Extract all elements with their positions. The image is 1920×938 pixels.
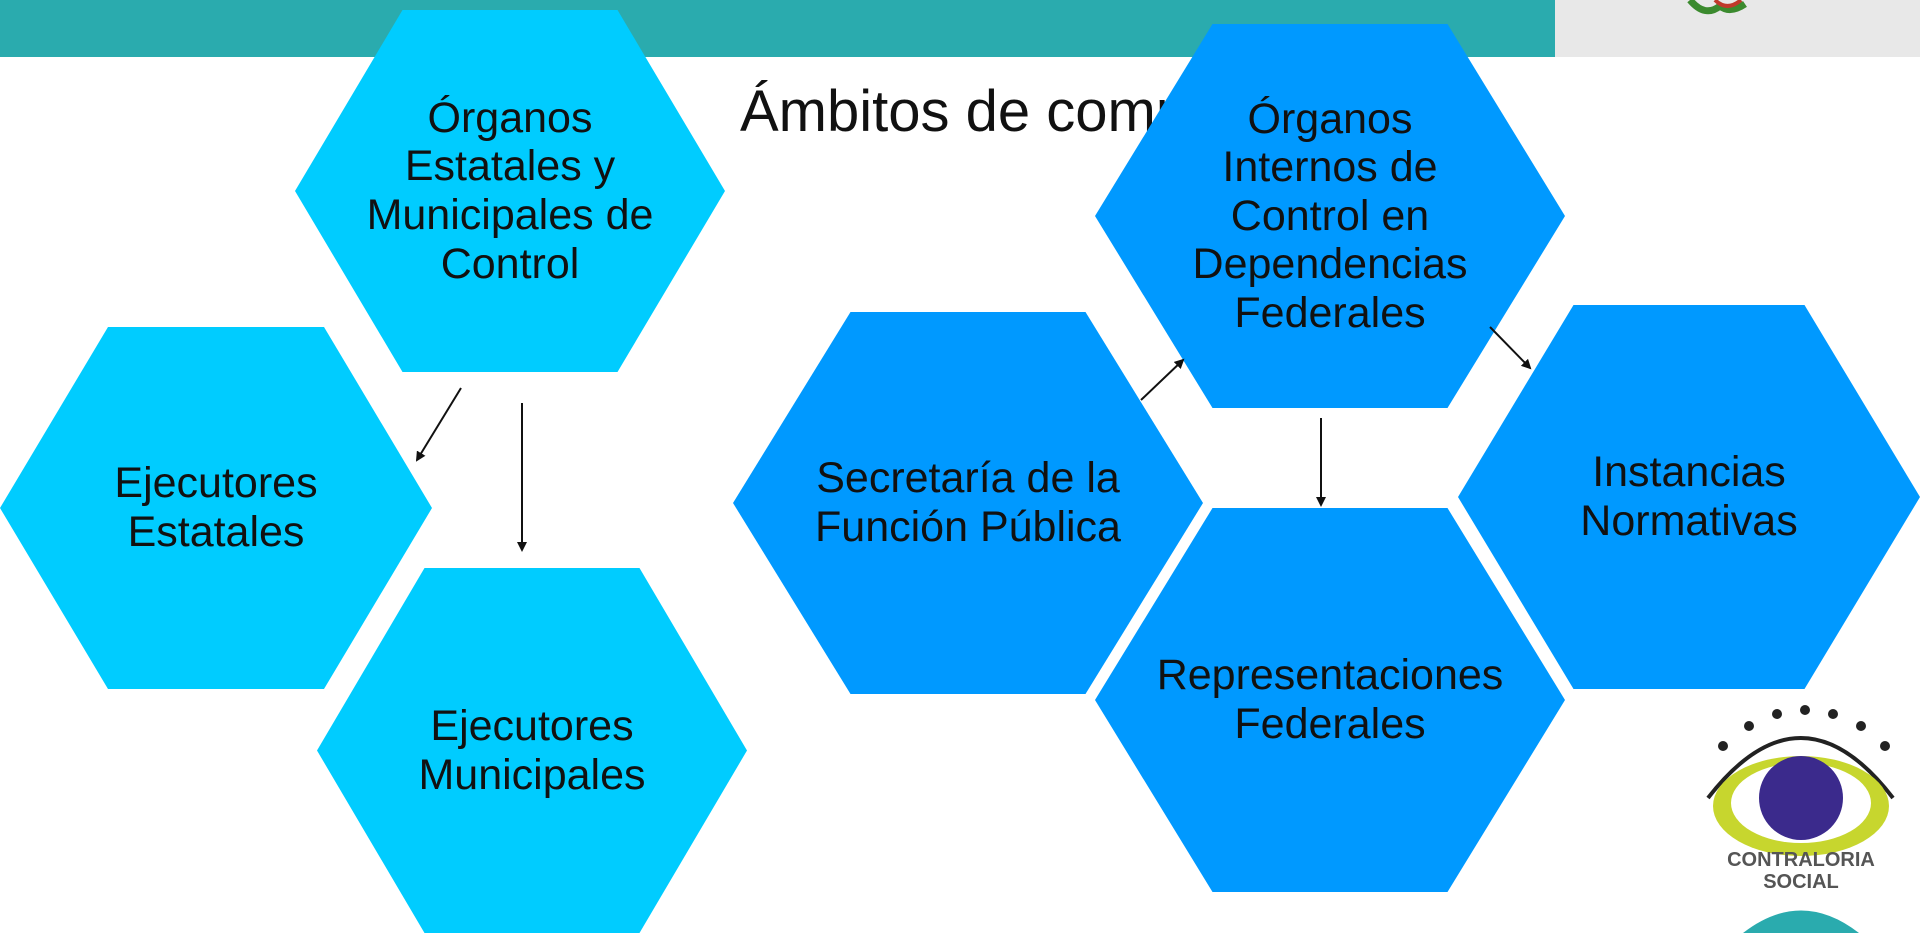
logo-text-line1: CONTRALORIA: [1727, 849, 1875, 871]
eye-people-icon: CONTRALORIA SOCIAL: [1706, 705, 1895, 933]
arrow-to-instancias: [1489, 326, 1532, 370]
node-label: Secretaría de la Función Pública: [815, 454, 1121, 551]
header-logo-area: [1555, 0, 1920, 57]
node-label: Órganos Estatales y Municipales de Contr…: [366, 93, 654, 288]
node-instancias: Instancias Normativas: [1458, 305, 1920, 689]
node-label: Representaciones Federales: [1156, 651, 1504, 748]
arrow-to-ejecutores-estatales: [415, 387, 462, 462]
node-label: Instancias Normativas: [1580, 448, 1798, 545]
node-ejecutores-municipales: Ejecutores Municipales: [317, 568, 747, 933]
logo-text-line2: SOCIAL: [1763, 871, 1839, 893]
node-organos-internos: Órganos Internos de Control en Dependenc…: [1095, 24, 1565, 408]
node-label: Ejecutores Municipales: [418, 701, 646, 799]
node-label: Ejecutores Estatales: [114, 459, 318, 556]
contraloria-social-logo: CONTRALORIA SOCIAL: [1683, 688, 1920, 933]
emblem-icon: [1687, 0, 1747, 15]
node-representaciones: Representaciones Federales: [1095, 508, 1565, 892]
node-label: Órganos Internos de Control en Dependenc…: [1192, 94, 1468, 337]
arrow-to-organos-internos: [1140, 358, 1185, 401]
